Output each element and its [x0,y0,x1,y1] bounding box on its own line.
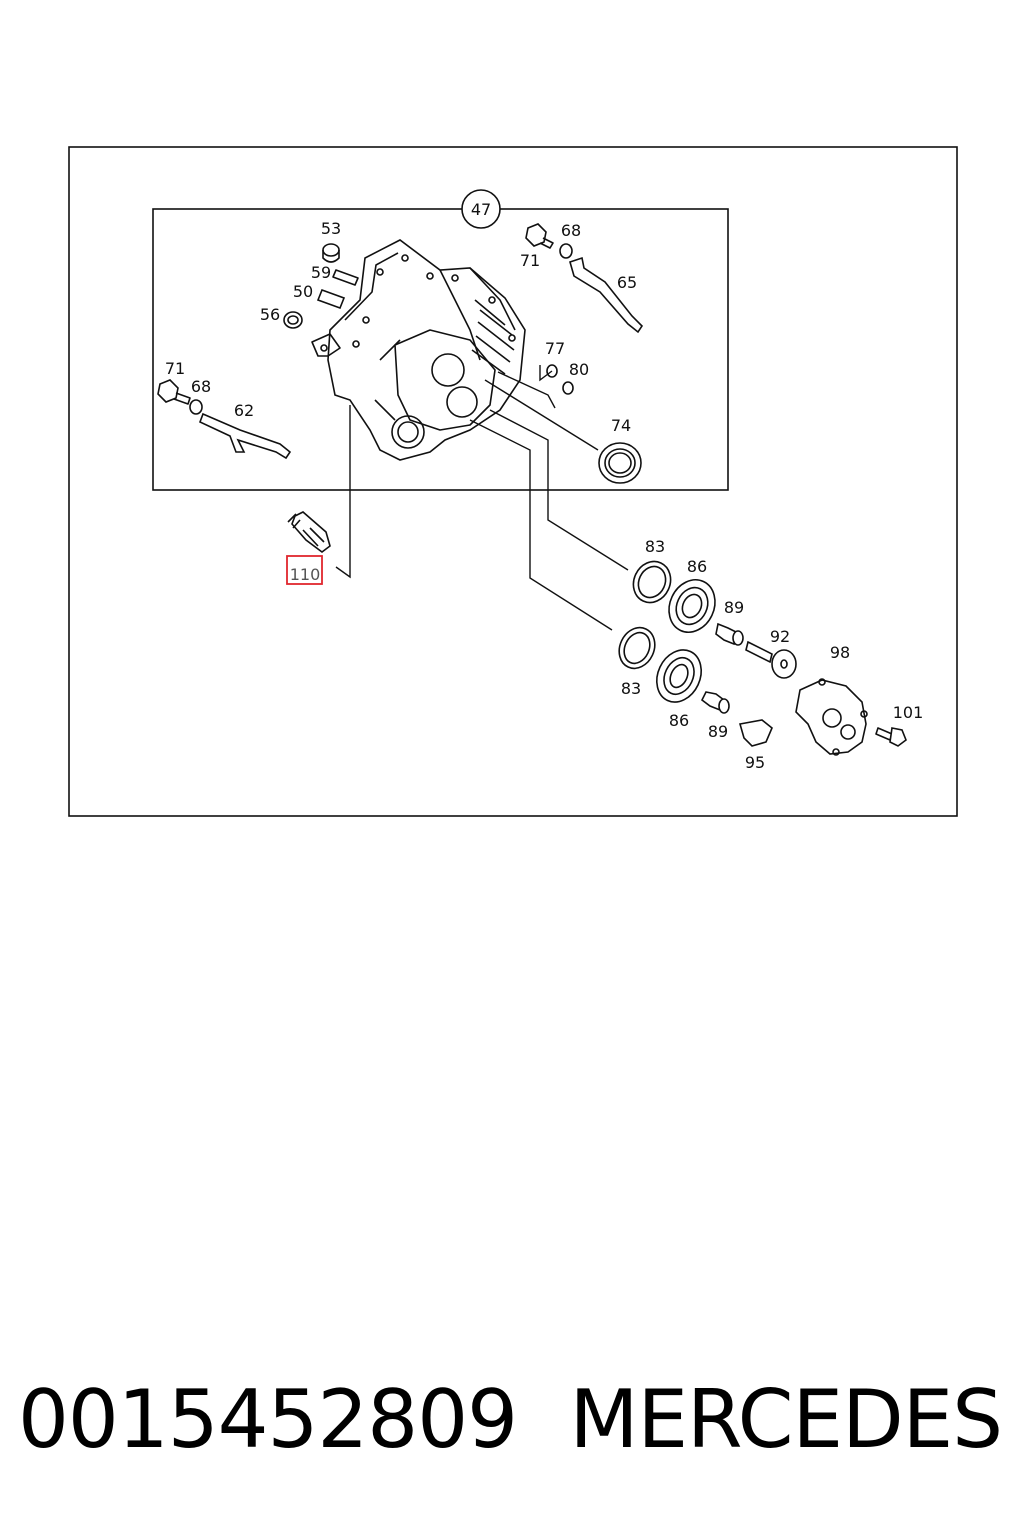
ball-bearing-86-lower [656,649,702,703]
highlight-box-110 [286,555,323,585]
label-50: 50 [293,282,313,301]
label-80: 80 [569,360,589,379]
label-68-right: 68 [561,221,581,240]
bolt-101 [875,727,907,747]
group-box [152,208,729,491]
bolt-71-right [525,223,554,249]
label-110: 110 [290,565,321,584]
label-53: 53 [321,219,341,238]
screw-89-lower [700,691,730,714]
bolt-71-left [157,379,191,405]
label-68-left: 68 [191,377,211,396]
label-83-lower: 83 [621,679,641,698]
seal-74 [598,442,642,484]
washer-68-right [559,243,573,259]
label-83-upper: 83 [645,537,665,556]
label-101: 101 [893,703,924,722]
label-98: 98 [830,643,850,662]
part-number: 0015452809 [18,1373,518,1466]
svg-text:47: 47 [471,200,491,219]
brand-name: MERCEDES [569,1373,1003,1466]
transmission-housing [311,239,526,461]
sensor-110 [287,511,331,553]
diagram-frame [68,146,958,817]
label-86-upper: 86 [687,557,707,576]
label-86-lower: 86 [669,711,689,730]
screw-89-upper [715,622,744,646]
seal-ring-83-upper [632,560,672,604]
cover-98 [795,678,868,756]
clip-95 [738,719,773,747]
label-89-upper: 89 [724,598,744,617]
label-65: 65 [617,273,637,292]
dowel-50 [316,288,346,310]
label-56: 56 [260,305,280,324]
footer: 0015452809 MERCEDES [0,1365,1024,1475]
shaft-92 [745,640,797,679]
label-89-lower: 89 [708,722,728,741]
label-95: 95 [745,753,765,772]
lever-62 [198,412,292,460]
ball-bearing-86-upper [668,579,716,633]
label-92: 92 [770,627,790,646]
pin-59 [332,269,359,286]
ring-80 [562,381,574,395]
label-77: 77 [545,339,565,358]
lever-65 [569,256,644,334]
bearing-56 [283,311,303,329]
label-62: 62 [234,401,254,420]
seal-ring-83-lower [618,626,656,670]
label-74: 74 [611,416,631,435]
group-callout: 47 [461,189,501,229]
label-71-left: 71 [165,359,185,378]
label-59: 59 [311,263,331,282]
bushing-53 [322,243,340,263]
washer-68-left [189,399,203,415]
label-71-right: 71 [520,251,540,270]
